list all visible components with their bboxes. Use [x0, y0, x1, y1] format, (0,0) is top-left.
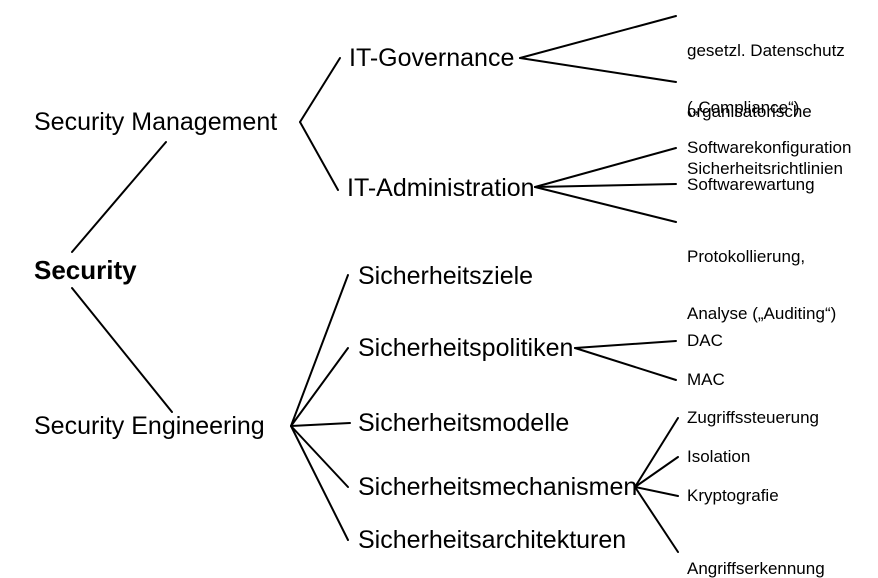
node-angriffserkennung-line1: Angriffserkennung: [687, 559, 825, 578]
edge-security-engineering-to-sicherheitsmechanismen: [290, 425, 349, 488]
node-softwarewartung[interactable]: Softwarewartung: [687, 175, 815, 194]
node-isolation[interactable]: Isolation: [687, 447, 751, 466]
edge-it-governance-to-organisatorische-richtlinien: [519, 57, 677, 83]
node-kryptografie[interactable]: Kryptografie: [687, 486, 779, 505]
node-organisatorische-sicherheitsrichtlinien[interactable]: organisatorische Sicherheitsrichtlinien: [687, 64, 843, 216]
node-it-administration[interactable]: IT-Administration: [347, 174, 535, 202]
node-gesetzl-datenschutz[interactable]: gesetzl. Datenschutz („Compliance“): [687, 3, 845, 155]
node-mac[interactable]: MAC: [687, 370, 725, 389]
edge-root-to-security-management: [71, 141, 167, 253]
edge-sicherheitsmechanismen-to-kryptografie: [634, 486, 679, 497]
node-gesetzl-datenschutz-line1: gesetzl. Datenschutz: [687, 41, 845, 61]
node-sicherheitspolitiken[interactable]: Sicherheitspolitiken: [358, 334, 574, 362]
edge-sicherheitsmechanismen-to-zugriffssteuerung: [634, 417, 679, 488]
node-sicherheitsmechanismen[interactable]: Sicherheitsmechanismen: [358, 473, 638, 501]
edge-sicherheitsmechanismen-to-angriffserkennung: [634, 486, 679, 553]
node-protokollierung-analyse[interactable]: Protokollierung, Analyse („Auditing“): [687, 209, 836, 361]
edge-sicherheitspolitiken-to-mac: [574, 347, 677, 381]
node-protokollierung-line1: Protokollierung,: [687, 247, 806, 267]
node-dac[interactable]: DAC: [687, 331, 723, 350]
node-angriffserkennung[interactable]: Angriffserkennung (Intrusion Detection): [687, 521, 840, 578]
edge-root-to-security-engineering: [71, 287, 173, 413]
node-sicherheitsmodelle[interactable]: Sicherheitsmodelle: [358, 409, 570, 437]
node-gesetzl-datenschutz-line2: („Compliance“): [687, 98, 800, 118]
edge-security-engineering-to-sicherheitsarchitekturen: [290, 425, 349, 541]
node-organisatorische-richtlinien-line1: organisatorische: [687, 102, 812, 122]
node-it-governance[interactable]: IT-Governance: [349, 44, 515, 72]
edge-it-administration-to-softwarekonfiguration: [534, 147, 677, 188]
edge-security-management-to-it-governance: [299, 57, 341, 123]
node-protokollierung-line2: Analyse („Auditing“): [687, 304, 837, 324]
node-sicherheitsarchitekturen[interactable]: Sicherheitsarchitekturen: [358, 526, 627, 554]
node-security-management[interactable]: Security Management: [34, 108, 278, 136]
node-organisatorische-richtlinien-line2: Sicherheitsrichtlinien: [687, 159, 843, 179]
edge-sicherheitspolitiken-to-dac: [574, 340, 677, 349]
edge-security-engineering-to-sicherheitsziele: [290, 274, 349, 427]
edge-sicherheitsmechanismen-to-isolation: [634, 456, 679, 488]
node-security-engineering[interactable]: Security Engineering: [34, 412, 265, 440]
edge-security-management-to-it-administration: [299, 121, 339, 191]
node-security-root[interactable]: Security: [34, 255, 137, 285]
edge-it-administration-to-softwarewartung: [534, 183, 677, 188]
node-sicherheitsziele[interactable]: Sicherheitsziele: [358, 262, 534, 290]
node-zugriffssteuerung[interactable]: Zugriffssteuerung: [687, 408, 819, 427]
edge-it-administration-to-protokollierung: [534, 186, 677, 223]
edge-security-engineering-to-sicherheitsmodelle: [290, 422, 351, 427]
edge-it-governance-to-gesetzl-datenschutz: [519, 15, 677, 59]
node-softwarekonfiguration[interactable]: Softwarekonfiguration: [687, 138, 852, 157]
edge-security-engineering-to-sicherheitspolitiken: [290, 347, 349, 427]
